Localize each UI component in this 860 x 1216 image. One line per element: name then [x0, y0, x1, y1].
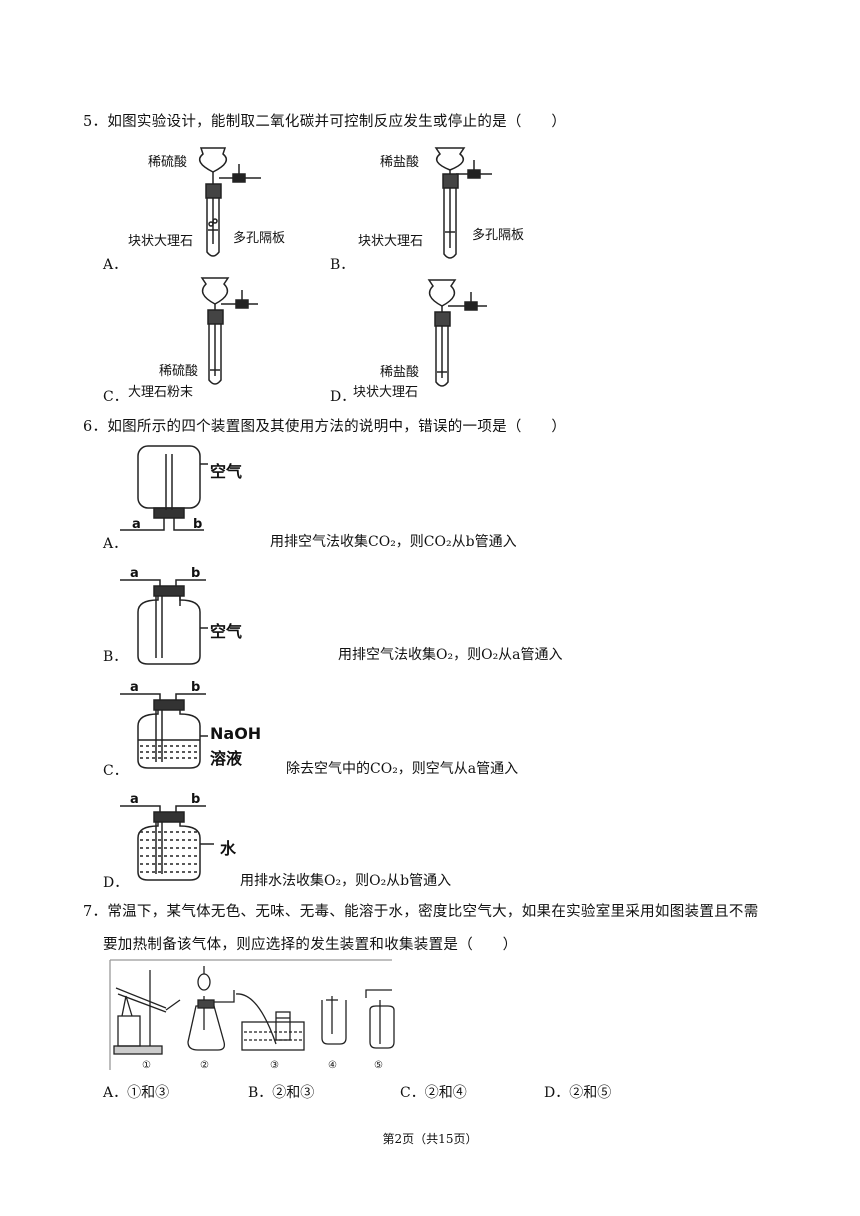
page-footer: 第2页（共15页）	[382, 1132, 478, 1146]
q7-option-a-letter: A．	[103, 1085, 128, 1101]
q5-a-apparatus	[198, 147, 261, 257]
q6-a-bottle	[120, 445, 208, 531]
q5-a-solid-label: 块状大理石	[128, 234, 194, 249]
q5-b-letter: B．	[330, 257, 355, 273]
q6-c-description: 除去空气中的CO₂，则空气从a管通入	[286, 761, 519, 777]
q6-c-port-b: b	[191, 680, 201, 695]
q6-d-content: 水	[220, 839, 237, 858]
q7-option-d-text: ②和⑤	[569, 1085, 612, 1101]
q6-c-bottle	[120, 693, 208, 769]
q7-stem-line2: 要加热制备该气体，则应选择的发生装置和收集装置是（ ）	[103, 937, 518, 953]
q6-b-content: 空气	[210, 622, 243, 641]
q6-a-letter: A．	[103, 536, 128, 552]
q6-b-port-b: b	[191, 566, 201, 581]
q7-option-b-text: ②和③	[272, 1085, 315, 1101]
q7-option-c: C．②和④	[400, 1082, 467, 1102]
q5-c-solid-label: 大理石粉末	[128, 385, 194, 400]
q7-fig-label-2: ②	[200, 1060, 209, 1071]
q5-c-letter: C．	[103, 389, 128, 405]
q5-d-acid-label: 稀盐酸	[380, 365, 420, 380]
q7-option-b-letter: B．	[248, 1085, 273, 1101]
q6-c-port-a: a	[130, 680, 139, 695]
q6-c-content-line1: NaOH	[210, 724, 262, 743]
q5-d-solid-label: 块状大理石	[353, 385, 419, 400]
q7-fig-label-3: ③	[270, 1060, 279, 1071]
q6-b-port-a: a	[130, 566, 139, 581]
q6-c-content-line2: 溶液	[210, 749, 243, 768]
q7-option-c-text: ②和④	[424, 1085, 467, 1101]
q7-option-a: A．①和③	[103, 1082, 169, 1102]
q6-d-port-b: b	[191, 792, 201, 807]
q7-fig-label-1: ①	[142, 1060, 151, 1071]
q6-b-letter: B．	[103, 649, 128, 665]
q7-fig-label-4: ④	[328, 1060, 337, 1071]
q7-option-d: D．②和⑤	[544, 1082, 611, 1102]
q6-d-port-a: a	[130, 792, 139, 807]
q5-b-solid-label: 块状大理石	[358, 234, 424, 249]
q7-fig-label-5: ⑤	[374, 1060, 383, 1071]
q6-d-bottle	[120, 805, 214, 881]
q6-d-description: 用排水法收集O₂，则O₂从b管通入	[240, 873, 452, 889]
q6-b-description: 用排空气法收集O₂，则O₂从a管通入	[338, 647, 563, 663]
q6-d-letter: D．	[103, 875, 129, 891]
q6-stem: 6．如图所示的四个装置图及其使用方法的说明中，错误的一项是（ ）	[83, 419, 567, 435]
q5-a-letter: A．	[103, 257, 128, 273]
q5-d-apparatus	[427, 279, 487, 387]
q6-b-bottle	[120, 579, 208, 665]
q5-b-apparatus	[434, 147, 492, 259]
q6-c-letter: C．	[103, 763, 128, 779]
q7-stem-line1: 7．常温下，某气体无色、无味、无毒、能溶于水，密度比空气大，如果在实验室里采用如…	[83, 904, 759, 920]
q5-stem: 5．如图实验设计，能制取二氧化碳并可控制反应发生或停止的是（ ）	[83, 114, 567, 130]
q7-option-c-letter: C．	[400, 1085, 425, 1101]
q6-a-port-b: b	[193, 517, 203, 532]
q6-a-port-a: a	[132, 517, 141, 532]
q7-apparatus-figure	[109, 959, 395, 1070]
q5-c-acid-label: 稀硫酸	[159, 364, 199, 379]
q6-a-content: 空气	[210, 462, 243, 481]
q7-option-a-text: ①和③	[127, 1085, 170, 1101]
q5-b-acid-label: 稀盐酸	[380, 155, 420, 170]
q5-a-plate-label: 多孔隔板	[233, 231, 286, 246]
q5-b-plate-label: 多孔隔板	[472, 228, 525, 243]
q5-a-acid-label: 稀硫酸	[148, 155, 188, 170]
q7-option-d-letter: D．	[544, 1085, 570, 1101]
q5-c-apparatus	[200, 277, 258, 385]
q5-d-letter: D．	[330, 389, 356, 405]
q7-option-b: B．②和③	[248, 1082, 314, 1102]
q6-a-description: 用排空气法收集CO₂，则CO₂从b管通入	[270, 534, 517, 550]
